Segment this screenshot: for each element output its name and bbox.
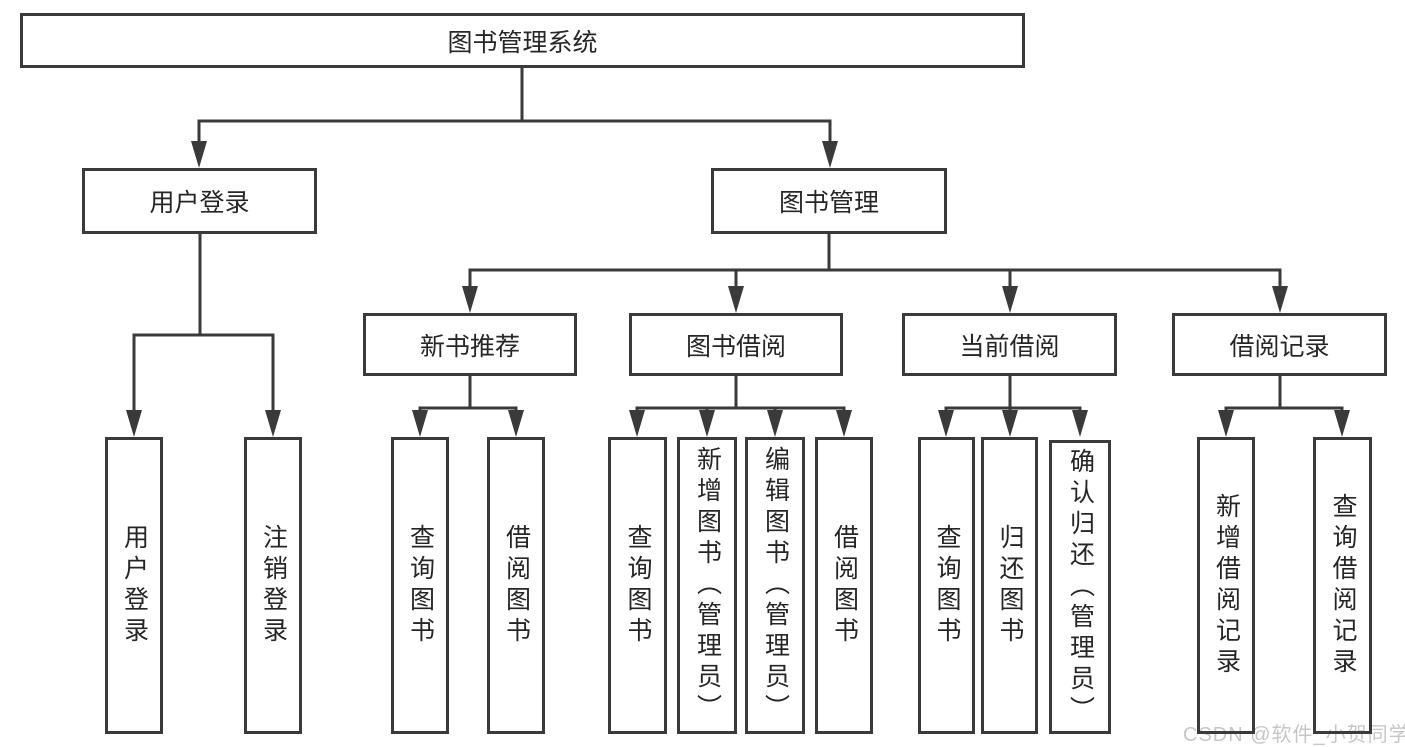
- arrow-down-icon: [1218, 410, 1234, 437]
- leaf-confirm-return-admin-label: 确认归还（管理员）: [1066, 447, 1095, 727]
- arrow-down-icon: [728, 286, 744, 313]
- leaf-add-books-admin: 新增图书（管理员）: [677, 437, 737, 734]
- leaf-edit-books-admin: 编辑图书（管理员）: [745, 437, 805, 734]
- watermark: CSDN @软件_小贺同学: [1183, 724, 1405, 746]
- node-book-borrow: 图书借阅: [629, 313, 843, 376]
- leaf-add-borrow-record-label: 新增借阅记录: [1212, 492, 1241, 679]
- arrow-down-icon: [412, 410, 428, 437]
- leaf-user-login-label: 用户登录: [120, 523, 149, 648]
- arrow-down-icon: [836, 410, 852, 437]
- arrow-down-icon: [126, 410, 142, 437]
- node-borrow-records: 借阅记录: [1172, 313, 1387, 376]
- node-book-management: 图书管理: [711, 168, 947, 234]
- node-user-login-label: 用户登录: [149, 189, 250, 217]
- arrow-down-icon: [1334, 410, 1350, 437]
- leaf-edit-books-admin-label: 编辑图书（管理员）: [761, 446, 790, 725]
- leaf-add-borrow-record: 新增借阅记录: [1197, 437, 1255, 734]
- arrow-down-icon: [508, 410, 524, 437]
- arrow-down-icon: [462, 286, 478, 313]
- leaf-borrow-books-recommend-label: 借阅图书: [502, 523, 531, 648]
- node-current-borrow-label: 当前借阅: [959, 332, 1060, 361]
- leaf-query-borrow-record: 查询借阅记录: [1313, 437, 1372, 734]
- leaf-user-login: 用户登录: [105, 437, 163, 734]
- leaf-confirm-return-admin: 确认归还（管理员）: [1049, 440, 1111, 734]
- leaf-query-books-borrow-label: 查询图书: [624, 523, 652, 648]
- arrow-down-icon: [1272, 286, 1288, 313]
- arrow-down-icon: [1002, 410, 1018, 437]
- leaf-query-borrow-record-label: 查询借阅记录: [1329, 492, 1357, 679]
- node-borrow-records-label: 借阅记录: [1229, 332, 1330, 361]
- leaf-return-books-label: 归还图书: [996, 523, 1024, 648]
- arrow-down-icon: [938, 410, 954, 437]
- node-root-system-label: 图书管理系统: [447, 28, 598, 57]
- leaf-query-books-current-label: 查询图书: [933, 523, 961, 648]
- arrow-down-icon: [1072, 410, 1088, 437]
- leaf-add-books-admin-label: 新增图书（管理员）: [693, 446, 722, 725]
- node-current-borrow: 当前借阅: [902, 313, 1117, 376]
- node-book-borrow-label: 图书借阅: [685, 332, 786, 361]
- leaf-borrow-books: 借阅图书: [815, 437, 873, 734]
- leaf-query-books-current: 查询图书: [918, 437, 975, 734]
- arrow-down-icon: [767, 410, 783, 437]
- leaf-borrow-books-label: 借阅图书: [830, 523, 859, 648]
- arrow-down-icon: [191, 141, 207, 168]
- node-new-book-recommend-label: 新书推荐: [419, 332, 520, 361]
- node-root-system: 图书管理系统: [20, 13, 1025, 68]
- leaf-logout: 注销登录: [244, 437, 302, 734]
- leaf-return-books: 归还图书: [981, 437, 1038, 734]
- arrow-down-icon: [1002, 286, 1018, 313]
- node-user-login: 用户登录: [82, 168, 317, 234]
- arrow-down-icon: [265, 410, 281, 437]
- arrow-down-icon: [629, 410, 645, 437]
- leaf-borrow-books-recommend: 借阅图书: [487, 437, 545, 734]
- node-book-management-label: 图书管理: [778, 189, 879, 217]
- arrow-down-icon: [822, 141, 838, 168]
- leaf-query-books-borrow: 查询图书: [608, 437, 667, 734]
- leaf-query-books-recommend: 查询图书: [391, 437, 449, 734]
- node-new-book-recommend: 新书推荐: [363, 313, 577, 376]
- leaf-query-books-recommend-label: 查询图书: [406, 523, 435, 648]
- leaf-logout-label: 注销登录: [259, 523, 288, 648]
- arrow-down-icon: [699, 410, 715, 437]
